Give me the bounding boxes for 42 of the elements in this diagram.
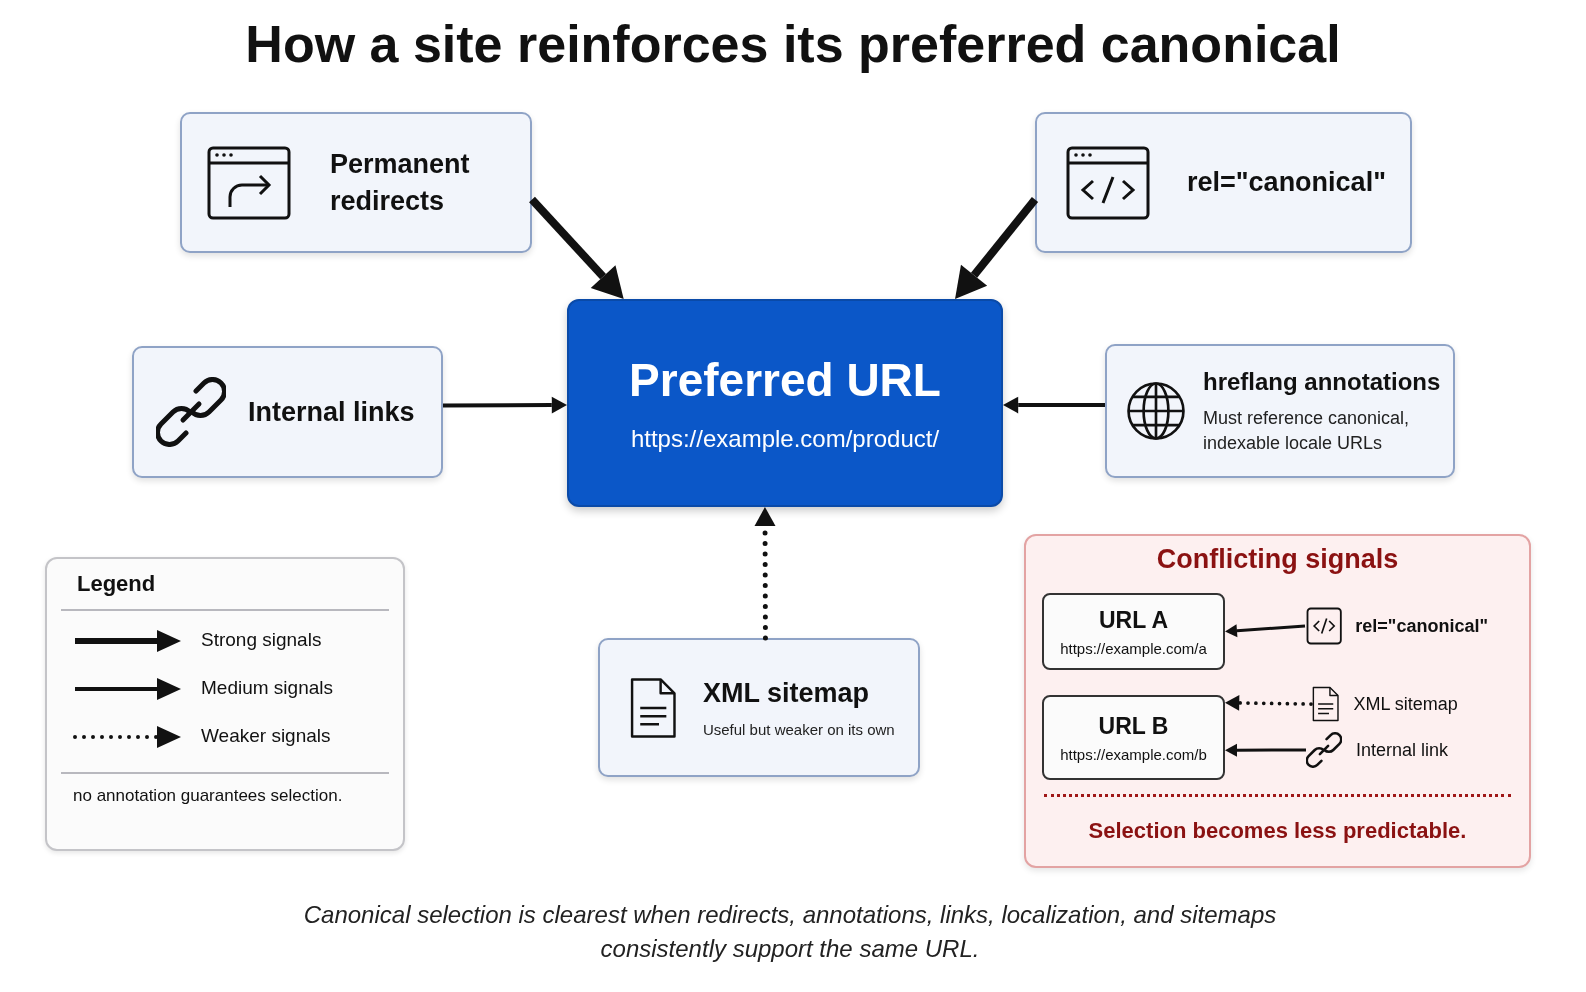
url-text: https://example.com/product/ <box>630 425 940 453</box>
signal-label: Internal link <box>1356 739 1449 761</box>
card-description: Must reference canonical, indexable locale URLs <box>1203 407 1411 456</box>
warning-text: Selection becomes less predictable. <box>1087 818 1468 844</box>
url-box <box>1042 593 1225 670</box>
arrow <box>955 196 1039 299</box>
arrow <box>443 396 567 414</box>
signal-label: XML sitemap <box>1353 693 1458 715</box>
conflict-panel <box>1024 534 1531 868</box>
arrow <box>1225 743 1306 757</box>
signal-card <box>132 346 443 478</box>
legend-note: no annotation guarantees selection. <box>73 785 344 807</box>
caption: Canonical selection is clearest when redirects, annotations, links, localization, and sitemaps consistently support the same URL. <box>302 900 1278 964</box>
card-description: Useful but weaker on its own <box>702 720 895 741</box>
arrow <box>529 196 624 299</box>
signal-card <box>180 112 532 253</box>
signal-card <box>598 638 920 777</box>
signal-card <box>1105 344 1455 478</box>
panel-heading: Conflicting signals <box>1155 544 1400 575</box>
url-label: URL A <box>1099 606 1168 634</box>
arrow <box>754 507 776 641</box>
legend-label: Strong signals <box>201 629 322 651</box>
url-label: URL B <box>1098 712 1169 740</box>
arrow <box>1225 624 1306 638</box>
card-title: hreflang annotations <box>1203 366 1442 397</box>
signal-card <box>1035 112 1412 253</box>
title: How a site reinforces its preferred canonical <box>244 14 1342 74</box>
arrow <box>1003 396 1105 414</box>
card-title: Internal links <box>248 395 415 429</box>
url-text: https://example.com/a <box>1060 639 1207 657</box>
legend-label: Medium signals <box>201 677 333 699</box>
card-title: Permanent redirects <box>330 148 471 218</box>
preferred-url-box <box>567 299 1003 507</box>
signal-label: rel="canonical" <box>1355 615 1488 637</box>
arrow <box>1225 695 1313 711</box>
card-title: rel="canonical" <box>1187 166 1386 200</box>
legend-label: Weaker signals <box>201 725 331 747</box>
legend-heading: Legend <box>77 571 156 597</box>
url-box <box>1042 695 1225 780</box>
card-title: XML sitemap <box>702 676 870 710</box>
hero-title: Preferred URL <box>629 353 941 407</box>
url-text: https://example.com/b <box>1060 745 1207 763</box>
